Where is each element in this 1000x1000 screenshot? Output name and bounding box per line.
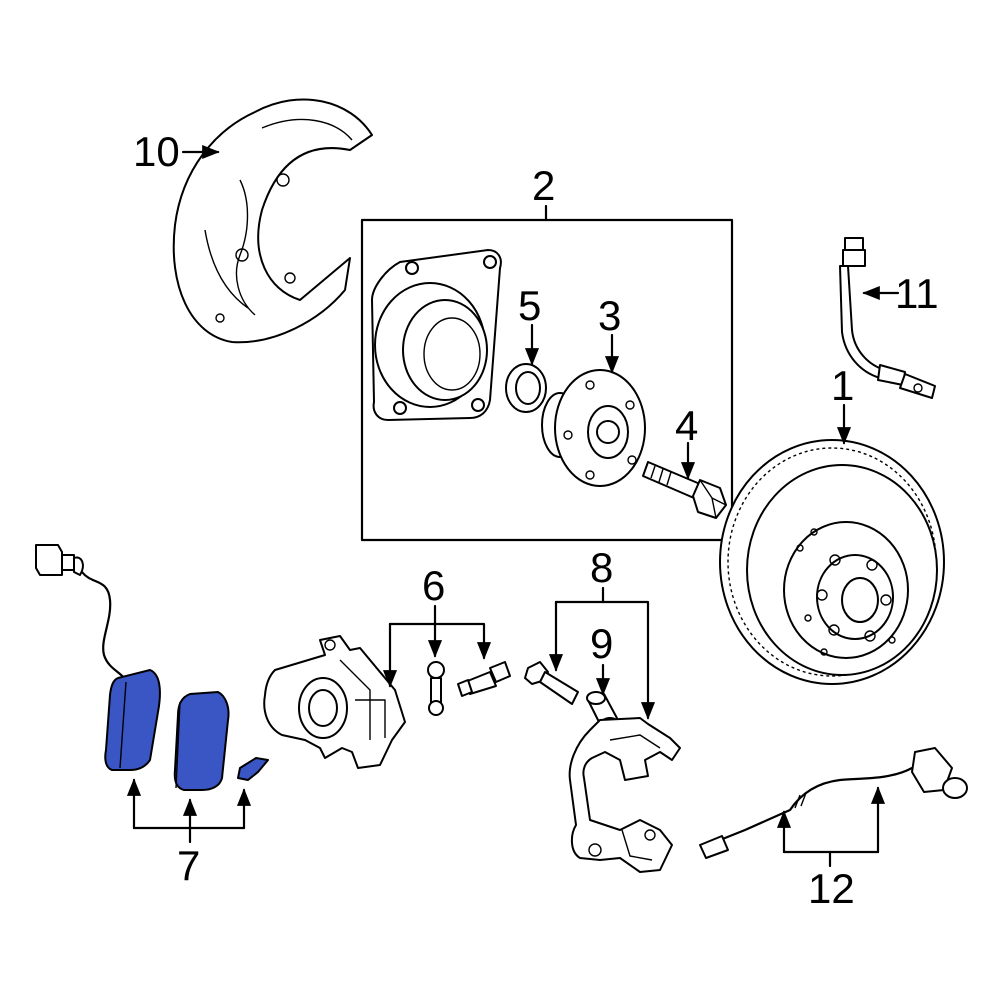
- hub-bolt: [642, 461, 727, 519]
- pad-wear-sensor: [35, 544, 126, 680]
- hub-kit-box: [360, 218, 734, 542]
- callout-9: 9: [590, 620, 613, 667]
- guide-pin: [457, 661, 511, 697]
- guide-pin-bolt: [427, 661, 445, 716]
- callout-12: 12: [808, 865, 855, 912]
- splash-shield: [172, 98, 373, 344]
- leader-6b: [388, 622, 492, 660]
- callout-6: 6: [422, 562, 445, 609]
- callout-3: 3: [598, 292, 621, 339]
- brake-rotor: [719, 439, 945, 685]
- wheel-bearing-housing: [371, 249, 502, 421]
- callout-7: 7: [177, 842, 200, 889]
- brake-hose: [839, 237, 936, 399]
- callout-8: 8: [590, 544, 613, 591]
- callout-2: 2: [532, 162, 555, 209]
- callout-4: 4: [675, 402, 698, 449]
- brake-pad-outer: [173, 691, 230, 791]
- abs-sensor: [699, 747, 968, 859]
- callout-5: 5: [518, 282, 541, 329]
- callout-10: 10: [133, 128, 180, 175]
- leader-8a: [554, 600, 656, 720]
- pad-clip: [237, 757, 269, 781]
- seal-ring: [505, 363, 547, 413]
- wheel-hub: [541, 369, 646, 487]
- caliper-bolt: [524, 661, 579, 705]
- brake-pad-inner: [104, 669, 161, 771]
- brake-caliper: [263, 635, 406, 769]
- callout-1: 1: [831, 362, 854, 409]
- caliper-bracket: [568, 717, 681, 873]
- callout-11: 11: [895, 270, 939, 317]
